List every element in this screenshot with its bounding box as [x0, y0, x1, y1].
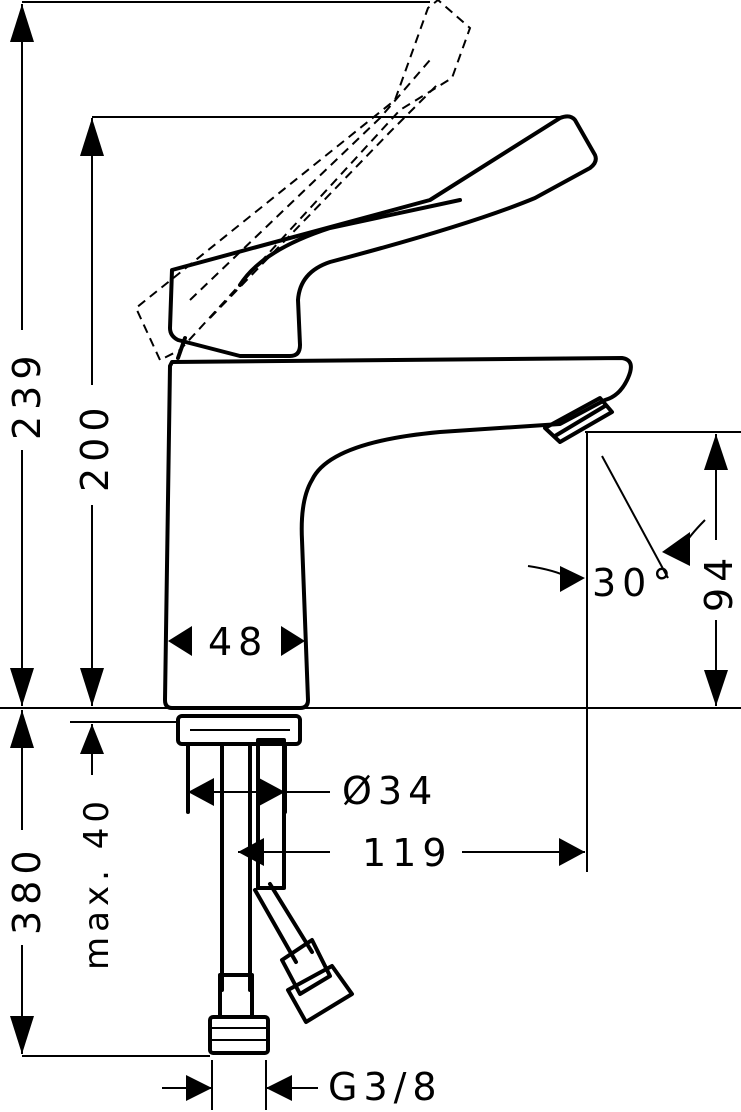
outlet-angle-label: 30° — [592, 561, 677, 605]
hose-right — [253, 882, 314, 964]
dim-connection-thread: G3/8 — [162, 1060, 443, 1110]
connection-thread-label: G3/8 — [328, 1065, 443, 1109]
total-height-label: 239 — [5, 349, 49, 440]
threaded-stud — [256, 738, 286, 890]
shank-diameter-label: Ø34 — [342, 769, 438, 813]
mounting-nut — [176, 714, 302, 746]
dim-projection: 119 — [238, 831, 585, 875]
dim-shank-diameter: Ø34 — [188, 769, 438, 813]
below-deck-parts — [176, 714, 354, 1055]
dim-below-deck: 380 — [5, 710, 49, 1054]
faucet-body — [163, 356, 633, 710]
hose-left-ferrule — [218, 973, 254, 1019]
lever-raised-outline — [134, 0, 472, 362]
outlet-height-label: 94 — [697, 552, 741, 612]
dim-outlet-angle: 30° — [527, 455, 706, 605]
lever-handle — [168, 114, 598, 360]
hose-right-ferrule — [280, 938, 332, 996]
dim-spout-height: 200 — [73, 118, 117, 706]
hose-left — [220, 742, 252, 992]
spout-height-label: 200 — [73, 401, 117, 492]
dim-max-deck: max. 40 — [77, 724, 117, 970]
dim-outlet-height: 94 — [697, 434, 741, 706]
hose-left-nut — [208, 1015, 270, 1055]
dim-total-height: 239 — [5, 4, 49, 706]
dim-body-width: 48 — [168, 620, 305, 664]
below-deck-label: 380 — [5, 844, 49, 935]
hose-right-nut — [286, 964, 354, 1024]
max-deck-label: max. 40 — [77, 796, 117, 970]
body-width-label: 48 — [208, 620, 268, 664]
projection-label: 119 — [362, 831, 453, 875]
reference-lines — [0, 1, 741, 1057]
